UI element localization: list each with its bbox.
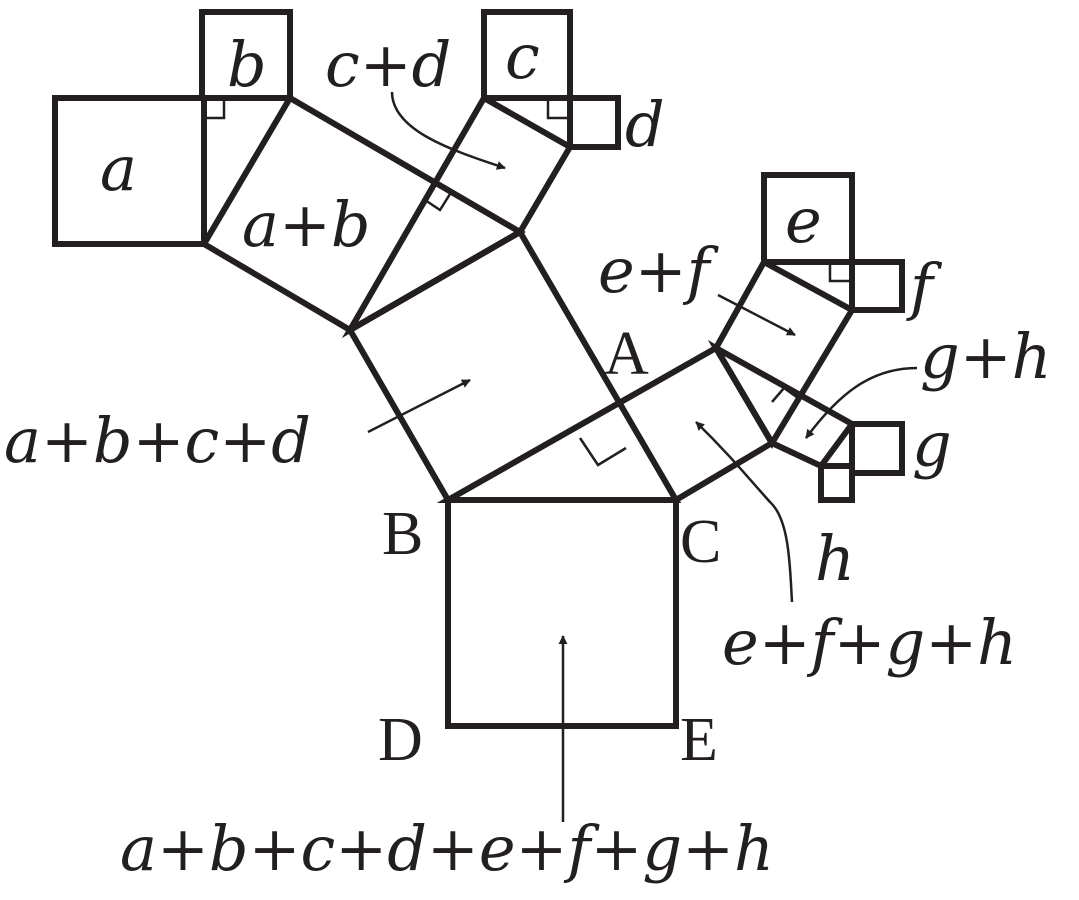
arrow-efgh [695, 421, 794, 603]
arrow-abcd [367, 378, 471, 434]
arrows [367, 91, 918, 822]
label-c: c [505, 20, 540, 93]
label-e: e [785, 184, 822, 257]
label-vertex-B: B [382, 500, 423, 568]
arrow-gh [804, 366, 918, 439]
square-g [849, 421, 905, 476]
squares [52, 9, 905, 729]
label-a-plus-b: a+b [242, 188, 371, 261]
right-angle-marks [204, 98, 852, 467]
right-angle-mark-A [578, 437, 627, 467]
label-a: a [100, 132, 137, 205]
arrow-ef [717, 293, 796, 337]
square-f [849, 259, 905, 313]
label-a-plus-b-plus-c-plus-d: a+b+c+d [4, 404, 311, 477]
label-vertex-C: C [680, 508, 721, 576]
label-vertex-E: E [680, 706, 718, 774]
right-angle-mark-ef [828, 265, 852, 283]
right-angle-mark-ab [204, 98, 226, 120]
square-c-plus-d [341, 93, 575, 339]
label-c-plus-d: c+d [325, 28, 451, 101]
label-total: a+b+c+d+e+f+g+h [120, 812, 774, 885]
label-vertex-D: D [378, 706, 423, 774]
labels: a b c d e f g h a+b c+d e+f g+h a+b+c+d … [4, 20, 1052, 885]
label-b: b [227, 28, 267, 101]
label-g: g [912, 408, 952, 481]
label-h: h [815, 522, 855, 595]
label-e-plus-f: e+f [598, 234, 720, 307]
right-angle-mark-abcd [424, 193, 452, 212]
square-BCED [445, 497, 679, 729]
label-g-plus-h: g+h [920, 320, 1052, 393]
label-d: d [625, 88, 665, 161]
right-angle-mark-gh [771, 386, 799, 403]
square-h [818, 463, 855, 503]
label-vertex-A: A [604, 320, 649, 388]
label-f: f [906, 250, 943, 323]
square-d [567, 95, 621, 150]
arrow-cd [390, 91, 506, 170]
label-e-plus-f-plus-g-plus-h: e+f+g+h [722, 606, 1017, 679]
right-angle-mark-cd [546, 98, 570, 120]
